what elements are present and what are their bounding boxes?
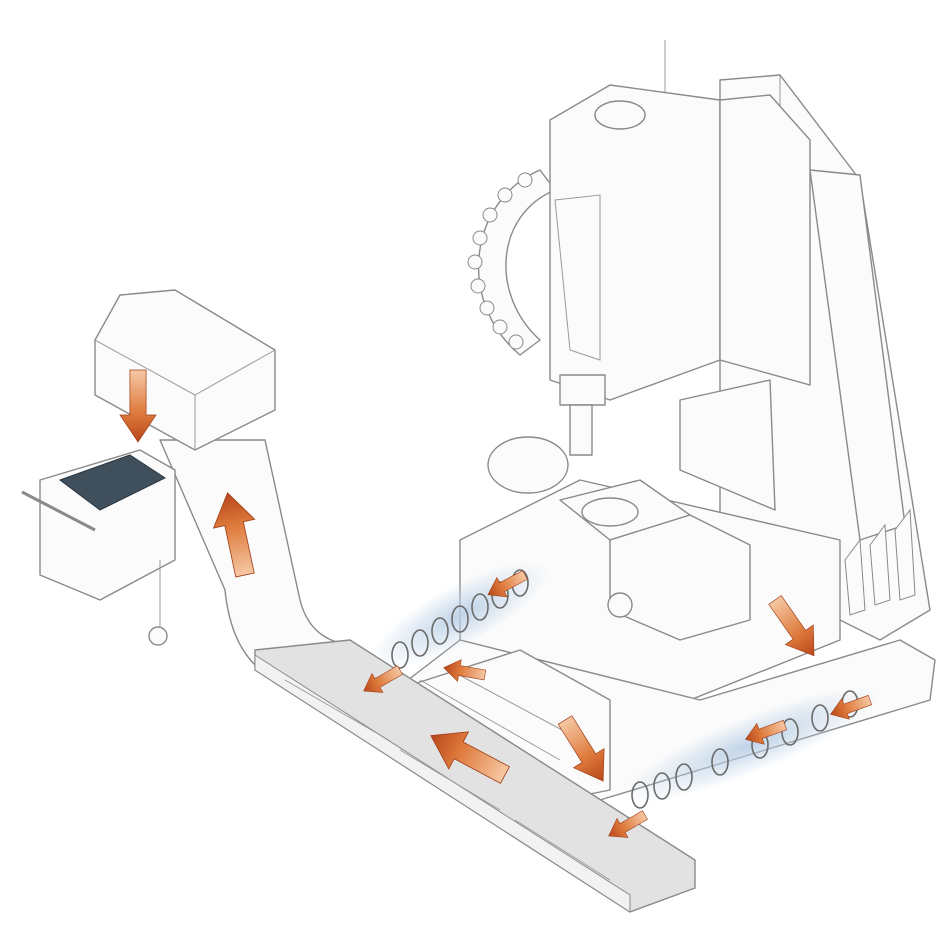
chip-auger-right	[619, 686, 881, 809]
tool-magazine	[467, 169, 556, 356]
rotary-table	[459, 436, 841, 721]
chip-conveyor	[159, 439, 696, 913]
conveyor-discharge-hood	[94, 289, 276, 451]
spindle-head	[549, 84, 811, 511]
chip-bin	[21, 449, 176, 646]
